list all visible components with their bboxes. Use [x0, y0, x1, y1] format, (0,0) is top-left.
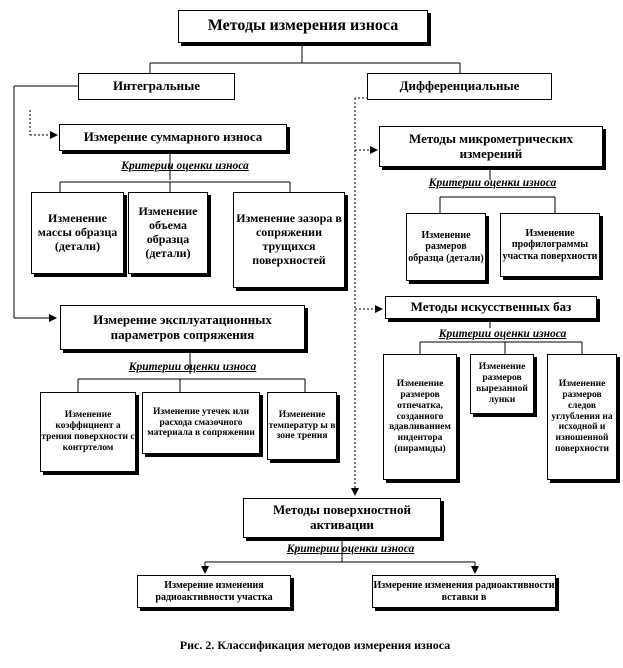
differential-node: Дифференциальные — [367, 73, 552, 100]
sum-criteria-label: Критерии оценки износа — [121, 160, 249, 172]
sum-wear-node: Измерение суммарного износа — [59, 124, 287, 151]
sum-criterion-2: Изменение объема образца (детали) — [128, 192, 208, 274]
exploit-criterion-2: Изменение утечек или расхода смазочного … — [142, 392, 260, 454]
figure-caption: Рис. 2. Классификация методов измерения … — [179, 638, 451, 652]
micro-criterion-2: Изменение профилограммы участка поверхно… — [500, 213, 600, 277]
sum-criterion-1: Изменение массы образца (детали) — [31, 192, 124, 274]
surface-criterion-2: Измерение изменения радиоактивности вста… — [372, 575, 556, 608]
artificial-criteria-label: Критерии оценки износа — [438, 328, 567, 340]
surface-criteria-label: Критерии оценки износа — [286, 543, 415, 555]
sum-criterion-3: Изменение зазора в сопряжении трущихся п… — [233, 192, 345, 288]
exploit-criterion-3: Изменение температур ы в зоне трения — [267, 392, 337, 460]
artificial-criterion-3: Изменение размеров следов углубления на … — [547, 354, 617, 480]
micro-criteria-label: Критерии оценки износа — [428, 177, 557, 189]
surface-node: Методы поверхностной активации — [243, 498, 441, 538]
artificial-node: Методы искусственных баз — [385, 296, 597, 319]
micro-node: Методы микрометрических измерений — [379, 126, 603, 167]
artificial-criterion-2: Изменение размеров вырезанной лунки — [470, 354, 534, 414]
integral-node: Интегральные — [78, 73, 235, 100]
artificial-criterion-1: Изменение размеров отпечатка, созданного… — [383, 354, 457, 480]
exploit-criteria-label: Критерии оценки износа — [128, 361, 257, 373]
diagram-title: Методы измерения износа — [178, 10, 428, 43]
surface-criterion-1: Измерение изменения радиоактивности учас… — [137, 575, 291, 608]
exploit-node: Измерение эксплуатационных параметров со… — [60, 305, 305, 350]
exploit-criterion-1: Изменение коэффициент а трения поверхнос… — [40, 392, 136, 472]
micro-criterion-1: Изменение размеров образца (детали) — [406, 213, 486, 281]
